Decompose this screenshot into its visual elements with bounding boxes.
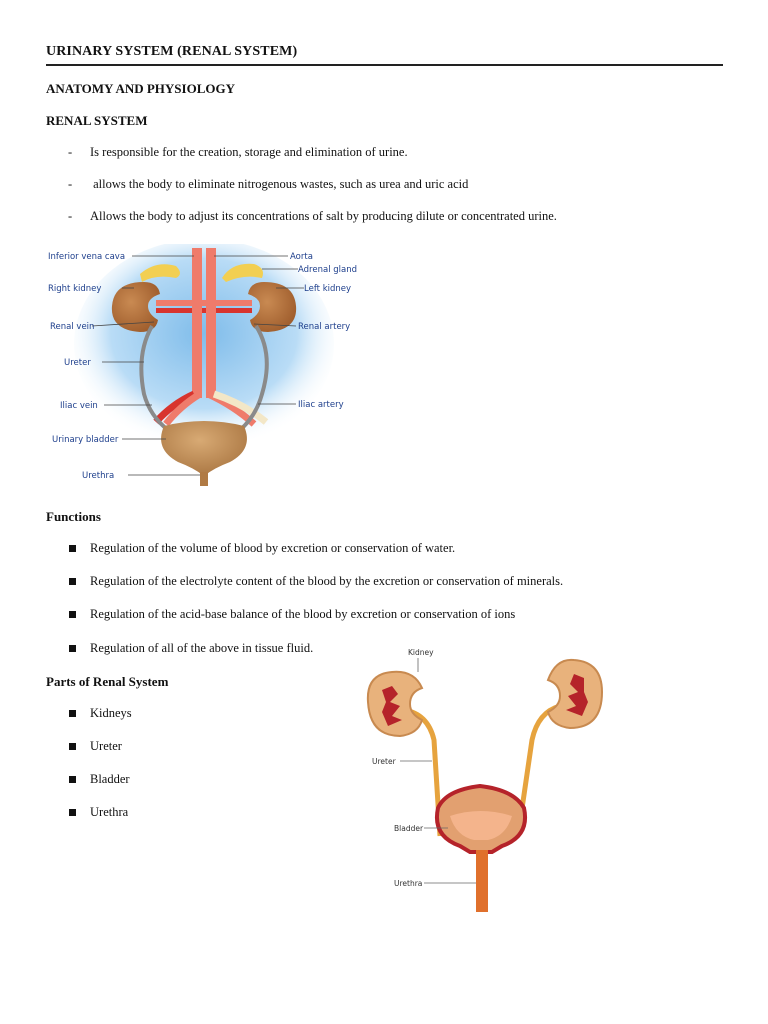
- function-item: Regulation of all of the above in tissue…: [90, 641, 314, 655]
- functions-heading: Functions: [46, 509, 101, 524]
- function-item: Regulation of the electrolyte content of…: [90, 574, 564, 588]
- urethra: [476, 850, 488, 912]
- left-iliac-vein: [212, 390, 269, 425]
- intro-point: Allows the body to adjust its concentrat…: [90, 209, 557, 223]
- renal-vein: [156, 308, 252, 313]
- page-title: URINARY SYSTEM (RENAL SYSTEM): [46, 44, 298, 59]
- bullet-marker: [69, 710, 76, 717]
- urinary-bladder: [161, 421, 247, 476]
- label-iliac-artery: Iliac artery: [298, 400, 344, 410]
- label-renal-vein: Renal vein: [50, 322, 94, 332]
- right-adrenal-gland: [140, 264, 180, 282]
- parts-heading: Parts of Renal System: [46, 674, 169, 689]
- label-urinary-bladder: Urinary bladder: [52, 435, 119, 445]
- background-glow: [74, 244, 334, 449]
- label-urethra: Urethra: [394, 879, 422, 888]
- bullet-marker: [69, 578, 76, 585]
- right-kidney: [111, 282, 160, 332]
- subsection-heading: RENAL SYSTEM: [46, 113, 148, 128]
- label-adrenal-gland: Adrenal gland: [298, 265, 357, 275]
- renal-system-diagram: Inferior vena cava Right kidney Renal ve…: [48, 244, 357, 486]
- urethra: [200, 472, 208, 486]
- part-item: Ureter: [90, 739, 122, 753]
- label-right-kidney: Right kidney: [48, 284, 101, 294]
- dash-marker: -: [68, 177, 73, 191]
- left-ureter: [238, 324, 269, 432]
- bullet-marker: [69, 645, 76, 652]
- label-aorta: Aorta: [290, 252, 313, 262]
- aorta: [206, 248, 216, 398]
- dash-marker: -: [68, 145, 73, 159]
- label-ureter: Ureter: [372, 757, 397, 766]
- intro-point: Is responsible for the creation, storage…: [90, 145, 408, 159]
- left-kidney-medulla: [382, 686, 402, 726]
- label-urethra: Urethra: [82, 471, 114, 481]
- bladder-interior: [450, 811, 512, 840]
- label-inferior-vena-cava: Inferior vena cava: [48, 252, 125, 262]
- left-kidney: [248, 282, 297, 332]
- function-item: Regulation of the volume of blood by exc…: [90, 541, 456, 555]
- intro-point: allows the body to eliminate nitrogenous…: [90, 177, 469, 191]
- bullet-marker: [69, 611, 76, 618]
- right-kidney-medulla: [566, 674, 588, 716]
- title-divider: [46, 64, 723, 66]
- dash-marker: -: [68, 209, 73, 223]
- inferior-vena-cava: [192, 248, 202, 398]
- bullet-marker: [69, 809, 76, 816]
- part-item: Bladder: [90, 772, 130, 786]
- part-item: Urethra: [90, 805, 129, 819]
- label-ureter: Ureter: [64, 358, 91, 368]
- section-heading: ANATOMY AND PHYSIOLOGY: [46, 81, 235, 96]
- function-item: Regulation of the acid-base balance of t…: [90, 607, 516, 621]
- bullet-marker: [69, 743, 76, 750]
- bullet-marker: [69, 776, 76, 783]
- label-left-kidney: Left kidney: [304, 284, 351, 294]
- label-kidney: Kidney: [408, 648, 434, 657]
- renal-artery: [156, 300, 252, 306]
- left-adrenal-gland: [222, 263, 263, 282]
- label-bladder: Bladder: [394, 824, 424, 833]
- bullet-marker: [69, 545, 76, 552]
- label-renal-artery: Renal artery: [298, 322, 350, 332]
- part-item: Kidneys: [90, 706, 132, 720]
- right-ureter: [139, 325, 170, 432]
- right-iliac-artery: [163, 390, 202, 427]
- left-kidney: [366, 670, 424, 738]
- label-iliac-vein: Iliac vein: [60, 401, 98, 411]
- urinary-tract-diagram: Kidney Ureter Bladder Urethra: [352, 640, 632, 920]
